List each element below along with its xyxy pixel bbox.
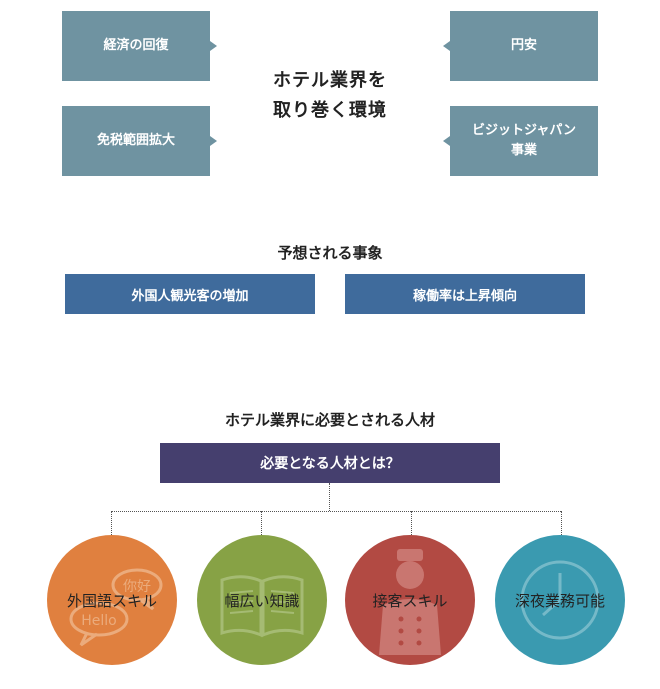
skill-broad-knowledge-label: 幅広い知識 [224,591,300,610]
factor-economy: 経済の回復 [62,11,217,81]
skill-night-work-label: 深夜業務可能 [514,591,605,610]
nihao-bg-text: 你好 [123,579,151,595]
factor-tax-free: 免税範囲拡大 [62,106,217,176]
speech-bubbles-icon: Hello 你好 [69,568,163,647]
event-occupancy-label: 稼働率は上昇傾向 [412,288,517,304]
skill-customer-service: 接客スキル [345,535,475,665]
environment-title-line2: 取り巻く環境 [273,100,387,121]
skill-foreign-language-label: 外国語スキル [66,591,157,610]
factor-visit-japan-line1: ビジットジャパン [471,123,576,138]
expected-events-title: 予想される事象 [277,244,383,262]
needed-talent-question-label: 必要となる人材とは？ [260,456,400,472]
environment-title: ホテル業界を 取り巻く環境 [230,66,430,126]
open-book-icon [220,575,304,638]
connector-branch-3 [411,511,412,535]
clock-icon [520,560,600,640]
needed-talent-question: 必要となる人材とは？ [160,443,500,483]
connector-horizontal [111,511,561,512]
factor-tax-free-label: 免税範囲拡大 [96,133,175,148]
skill-broad-knowledge: 幅広い知識 [197,535,327,665]
factor-visit-japan-line2: 事業 [510,143,537,158]
skill-customer-service-label: 接客スキル [372,591,448,610]
event-occupancy-rise: 稼働率は上昇傾向 [345,274,585,314]
connector-branch-2 [261,511,262,535]
bellhop-icon [379,549,441,655]
factor-economy-label: 経済の回復 [103,38,169,53]
talent-title: ホテル業界に必要とされる人材 [224,411,435,429]
event-tourists-increase: 外国人観光客の増加 [65,274,315,314]
factor-yen: 円安 [443,11,598,81]
environment-title-line1: ホテル業界を [273,70,387,91]
connector-branch-1 [111,511,112,535]
event-tourists-label: 外国人観光客の増加 [131,288,249,304]
connector-trunk [329,483,330,511]
factor-yen-label: 円安 [510,38,537,53]
skill-foreign-language: Hello 你好 外国語スキル [47,535,177,665]
factor-visit-japan: ビジットジャパン 事業 [443,106,598,176]
skill-night-work: 深夜業務可能 [495,535,625,665]
connector-branch-4 [561,511,562,535]
hello-bg-text: Hello [81,613,117,629]
